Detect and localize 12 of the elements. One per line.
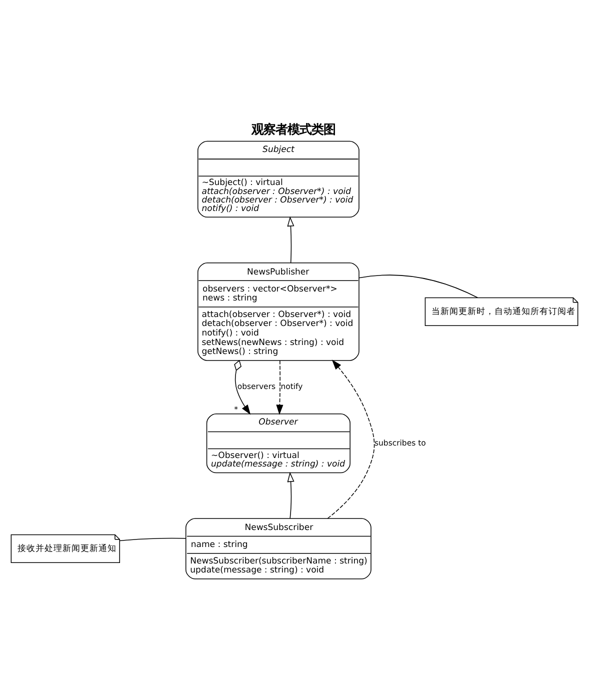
arrow [276, 360, 284, 415]
arrow [287, 216, 294, 264]
connector [358, 274, 478, 298]
arrow [327, 360, 375, 519]
label: * [234, 405, 238, 414]
edge-label: subscribes to [374, 438, 426, 448]
arrow [287, 472, 294, 519]
diagram-title: 观察者模式类图 [252, 121, 336, 136]
arrow [234, 360, 251, 415]
edge-label: notify [280, 382, 303, 392]
edge-label: observers [237, 382, 276, 392]
connector [119, 538, 186, 542]
